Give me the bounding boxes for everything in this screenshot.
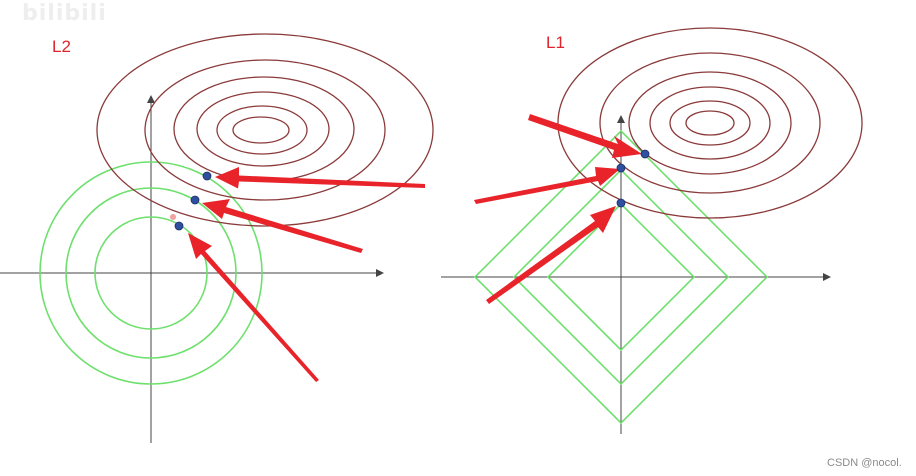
l2-contour-2 bbox=[144, 59, 386, 201]
l1-contour-3 bbox=[628, 71, 792, 175]
l2-panel: L2 bbox=[0, 33, 434, 443]
csdn-watermark: CSDN @nocol. bbox=[827, 457, 902, 469]
l1-contour-4 bbox=[649, 86, 771, 160]
l2-loss-contours bbox=[96, 33, 434, 227]
l2-constraint-circle-outer bbox=[39, 161, 263, 385]
l1-contour-5 bbox=[669, 100, 751, 146]
l2-point-1 bbox=[202, 171, 212, 181]
l2-point-3 bbox=[174, 221, 184, 231]
l2-tangent-points bbox=[174, 171, 212, 231]
l1-point-2 bbox=[616, 163, 626, 173]
l1-constraint-diamond-outer bbox=[473, 129, 769, 425]
l1-constraint-diamonds bbox=[473, 129, 769, 425]
l2-constraint-circle-inner bbox=[94, 216, 208, 330]
l1-loss-contours bbox=[557, 27, 863, 219]
l2-arrow-2 bbox=[202, 199, 363, 253]
l1-contour-2 bbox=[599, 52, 821, 194]
l1-panel: L1 bbox=[441, 27, 863, 434]
l1-contour-6 bbox=[685, 110, 735, 136]
bilibili-watermark: bilibili bbox=[22, 1, 107, 26]
l2-contour-6 bbox=[232, 116, 290, 144]
l1-tangent-points bbox=[616, 149, 650, 208]
l2-constraint-circles bbox=[39, 161, 263, 385]
l1-contour-1 bbox=[557, 27, 863, 219]
l2-constraint-circle-middle bbox=[65, 187, 237, 359]
l2-contour-1 bbox=[96, 33, 434, 227]
l1-label: L1 bbox=[546, 33, 565, 52]
cursor-marker bbox=[170, 214, 176, 220]
l2-point-2 bbox=[190, 195, 200, 205]
l1-constraint-diamond-middle bbox=[512, 168, 730, 386]
l1-arrow-1 bbox=[528, 114, 642, 158]
l1-arrows bbox=[474, 114, 642, 304]
l1-point-1 bbox=[640, 149, 650, 159]
l1-arrow-3 bbox=[486, 206, 616, 304]
l2-arrow-1 bbox=[215, 167, 425, 189]
l1-constraint-diamond-inner bbox=[546, 202, 696, 352]
l2-label: L2 bbox=[52, 37, 71, 56]
l2-arrows bbox=[188, 167, 425, 382]
l2-contour-4 bbox=[196, 91, 330, 167]
l2-arrow-3 bbox=[188, 233, 319, 382]
l1-arrow-2 bbox=[474, 167, 620, 204]
l1-point-3 bbox=[616, 198, 626, 208]
l2-contour-5 bbox=[216, 105, 308, 155]
